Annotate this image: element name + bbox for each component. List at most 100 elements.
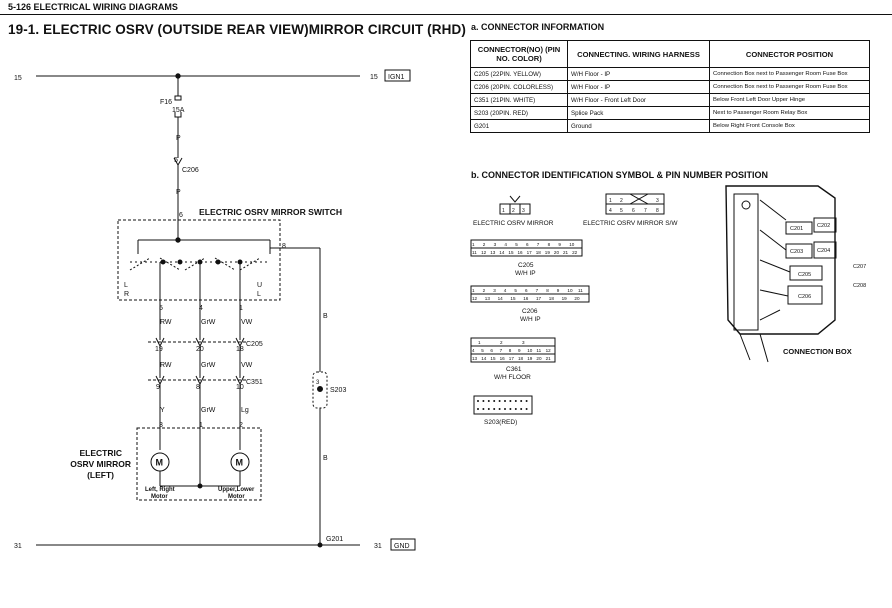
pin-number: 3 <box>522 340 525 345</box>
bus-label: 31 <box>14 543 22 550</box>
pin-number: 14 <box>499 250 505 255</box>
pin-number: 4 <box>504 242 507 247</box>
pin-number: 6 <box>490 348 493 353</box>
pin-number: 9 <box>558 242 561 247</box>
splice-pin-dot <box>482 400 485 402</box>
box-connector-label: C205 <box>798 272 811 278</box>
pin-number: 1 <box>609 198 612 204</box>
pin-label: 10 <box>236 384 244 391</box>
mirror-title: OSRV MIRROR <box>70 459 131 469</box>
pin-label: 20 <box>196 346 204 353</box>
splice-pin-dot <box>525 408 528 410</box>
connection-box-outline <box>725 185 836 335</box>
pin-number: 1 <box>472 288 475 293</box>
connector-label: C351 <box>246 379 263 386</box>
motor-junction-dot <box>197 483 203 489</box>
pin-label: 19 <box>155 346 163 353</box>
wire-color-label: GrW <box>201 407 216 414</box>
pin-number: 4 <box>504 288 507 293</box>
pin-number: 14 <box>498 296 504 301</box>
c201-block <box>785 221 813 235</box>
pin-number: 18 <box>518 356 524 361</box>
ign-label: IGN1 <box>388 74 404 81</box>
pin-label: 6 <box>179 212 183 219</box>
c205-block <box>789 265 823 281</box>
column-header: CONNECTOR(NO) (PIN NO. COLOR) <box>470 40 568 68</box>
pin-number: 21 <box>563 250 569 255</box>
splice-pin-dot <box>487 408 490 410</box>
pin-number: 20 <box>554 250 560 255</box>
ign-label-box <box>384 69 411 82</box>
pin-label: 4 <box>199 305 203 312</box>
box-connector-label: C207 <box>853 264 866 270</box>
mount-hole-icon <box>741 200 751 210</box>
pin-number: 9 <box>557 288 560 293</box>
fuse-label: F16 <box>160 99 172 106</box>
pin-number: 7 <box>536 288 539 293</box>
connector-label: C206 <box>182 167 199 174</box>
table-row: C206 (20PIN. COLORLESS) W/H Floor - IP C… <box>470 80 870 94</box>
pin-number: 17 <box>527 250 533 255</box>
switch-key-icon <box>629 193 650 205</box>
connector-caption: C205 <box>518 262 534 269</box>
wire-color-label: P <box>176 135 181 142</box>
splice-pin-dot <box>504 400 506 402</box>
splice-pin-dot <box>514 400 517 402</box>
box-connector-label: C203 <box>790 249 803 255</box>
pin-number: 9 <box>518 348 521 353</box>
ground-label: G201 <box>326 536 343 543</box>
wire-color-label: B <box>323 313 328 320</box>
splice-pin-dot <box>520 400 523 402</box>
wire-color-label: RW <box>160 319 172 326</box>
box-connector-label: C202 <box>817 223 830 229</box>
connector-id-heading: b. CONNECTOR IDENTIFICATION SYMBOL & PIN… <box>471 170 769 180</box>
splice-pin-dot <box>477 408 479 410</box>
wire-color-label: B <box>323 455 328 462</box>
splice-pin-dot <box>498 408 501 410</box>
pin-number: 10 <box>567 288 573 293</box>
mirror-box <box>136 427 262 501</box>
motor-symbol: M <box>156 458 164 468</box>
pin-number: 7 <box>537 242 540 247</box>
pin-number: 21 <box>546 356 552 361</box>
motor-symbol: M <box>236 458 244 468</box>
connector-caption: C361 <box>506 366 522 373</box>
splice-pin-dot <box>477 400 479 402</box>
c203-block <box>785 243 813 259</box>
connector-caption: W/H IP <box>520 316 541 323</box>
pin-label: 18 <box>236 346 244 353</box>
pin-number: 2 <box>512 208 515 214</box>
bus-label: 15 <box>14 75 22 82</box>
wire-color-label: Y <box>160 407 165 414</box>
pin-number: 19 <box>527 356 533 361</box>
pin-number: 2 <box>620 198 623 204</box>
pin-label: 9 <box>156 384 160 391</box>
pin-number: 18 <box>549 296 555 301</box>
connector-caption: ELECTRIC OSRV MIRROR <box>473 220 554 227</box>
header-rule <box>0 14 892 15</box>
pin-number: 12 <box>481 250 487 255</box>
c206-block <box>787 285 823 305</box>
pin-number: 5 <box>620 208 623 214</box>
connector-caption: S203(RED) <box>484 419 517 426</box>
connector-caption: ELECTRIC OSRV MIRROR S/W <box>583 220 678 227</box>
c361-connector-icon <box>470 337 556 363</box>
c204-block <box>813 241 837 259</box>
pin-number: 15 <box>490 356 496 361</box>
connection-box-caption: CONNECTION BOX <box>783 347 852 356</box>
wire-color-label: VW <box>241 362 253 369</box>
pin-number: 13 <box>485 296 491 301</box>
connector-label: C205 <box>246 341 263 348</box>
table-cell: Below Right Front Console Box <box>709 119 870 133</box>
contact-dot <box>177 259 183 265</box>
connector-caption: C206 <box>522 308 538 315</box>
motor-caption: Left, Right <box>145 487 175 493</box>
pin-label: 8 <box>196 384 200 391</box>
switch-position-label: R <box>124 291 129 298</box>
wire-color-label: RW <box>160 362 172 369</box>
wire-color-label: Lg <box>241 407 249 414</box>
c202-block <box>813 217 837 233</box>
wire-color-label: P <box>176 189 181 196</box>
pin-number: 17 <box>509 356 515 361</box>
